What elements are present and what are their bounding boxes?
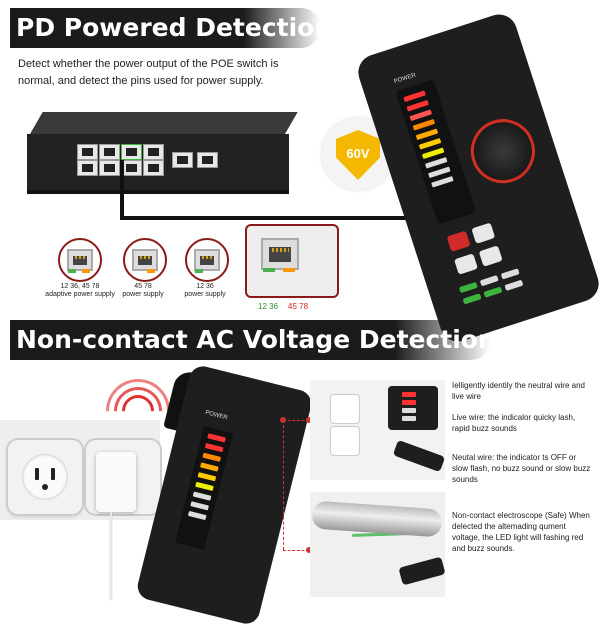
ethernet-cable-run [120, 216, 420, 220]
pin-group-2-pins: 45 78 [134, 283, 152, 290]
light-button[interactable] [478, 245, 503, 267]
rj45-zoom-view [245, 224, 339, 298]
power-cord [110, 512, 112, 600]
rj45-port-adaptive [58, 238, 102, 282]
pin-group-1-pins: 12 36, 45 78 [60, 283, 100, 290]
pin-group-3-pins: 12 36 [196, 283, 214, 290]
power-label: POWER [393, 72, 417, 86]
mode-dial[interactable] [462, 110, 544, 192]
intro-text: Detect whether the power output of the P… [18, 58, 279, 87]
mode-button[interactable] [454, 253, 478, 275]
zoom-pins-green: 12 36 [258, 302, 279, 311]
power-adapter [96, 452, 136, 512]
note-live-wire: Live wire: the indicalor quicky lash, ra… [452, 413, 576, 433]
pin-group-2-label: power supply [122, 291, 164, 298]
note-non-contact: Non-contact electroscope (Safe) When del… [452, 511, 590, 553]
pin-group-1-label: adaptive power supply [45, 291, 115, 298]
pin-group-3-label: power supply [184, 291, 226, 298]
callout-line [283, 420, 284, 550]
function-button[interactable] [471, 222, 496, 244]
socket-face [22, 454, 68, 500]
led-indicator-panel [395, 79, 477, 225]
section-title-pd: PD Powered Detection [10, 8, 332, 48]
power-button[interactable] [446, 230, 471, 252]
ethernet-cable [120, 160, 124, 220]
section-title-ac: Non-contact AC Voltage Detection [10, 320, 496, 360]
rj45-port-1236 [185, 238, 229, 282]
note-neutral-wire: Neutal wire: the indicator ts OFF or slo… [452, 453, 591, 484]
cable-tester-device: POWER [353, 9, 600, 347]
note-neutral-live: Ielligently identily the neutral wire an… [452, 381, 585, 401]
callout-line-bottom [283, 550, 309, 551]
zoom-pins-red: 45 78 [288, 302, 309, 311]
rj45-port-4578 [123, 238, 167, 282]
power-label-2: POWER [204, 410, 229, 422]
poe-switch-top [30, 112, 298, 134]
led-indicator-panel-2 [175, 426, 234, 550]
poe-switch [27, 134, 289, 194]
neutral-live-panel [310, 380, 446, 480]
callout-dot [280, 417, 286, 423]
callout-line-top [283, 420, 309, 421]
shield-voltage-label: 60V [346, 146, 370, 161]
